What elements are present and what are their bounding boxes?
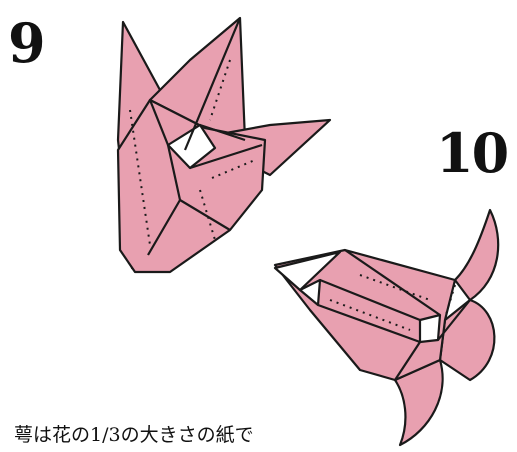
right-petal-large [438, 298, 496, 382]
step-10-figure [273, 208, 500, 447]
caption-text: 萼は花の1/3の大きさの紙で [14, 424, 254, 446]
inner-opening [166, 123, 217, 170]
upper-curled-petal [453, 208, 500, 302]
lower-curled-petal [393, 358, 444, 447]
inner-opening-10 [418, 313, 442, 344]
white-tip [273, 250, 342, 292]
step-10-number: 10 [436, 121, 509, 185]
step-9-number: 9 [8, 11, 46, 75]
step-9-figure [116, 16, 332, 274]
